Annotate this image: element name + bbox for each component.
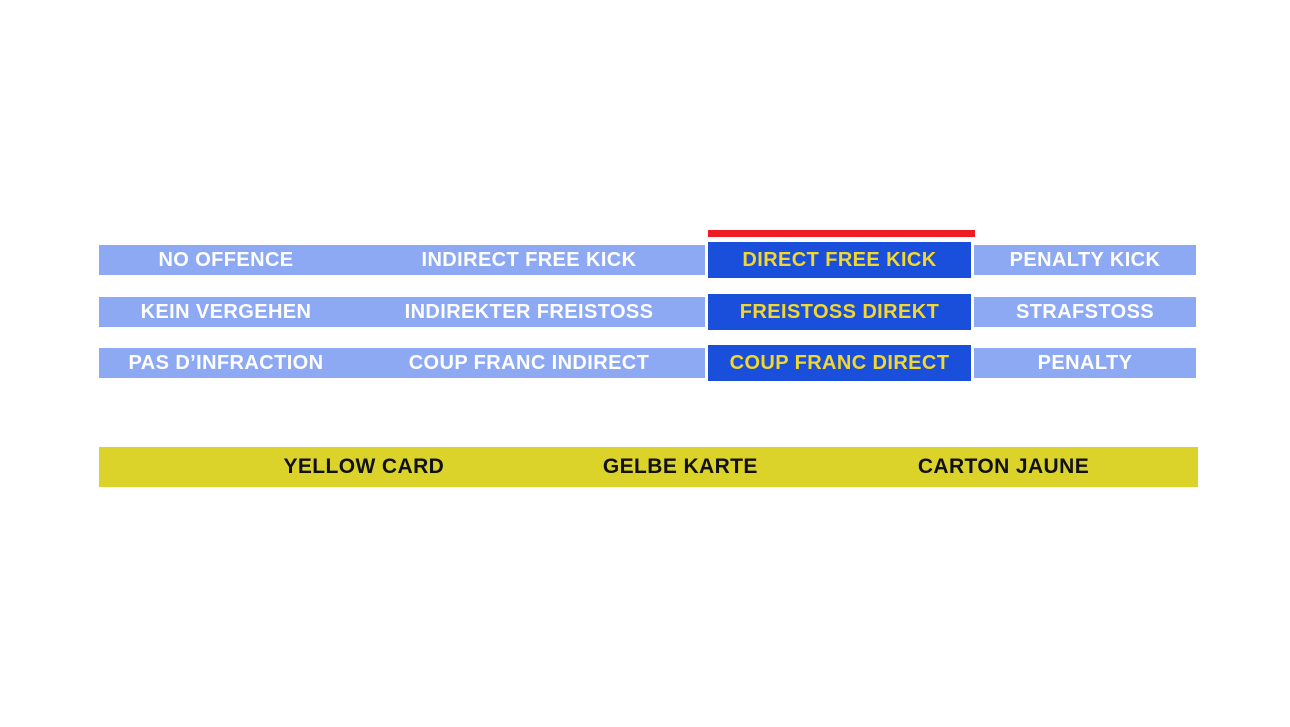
option-indirekter-freistoss[interactable]: INDIREKTER FREISTOSS	[353, 297, 705, 327]
option-freistoss-direkt-selected[interactable]: FREISTOSS DIREKT	[708, 294, 971, 330]
option-pas-d-infraction[interactable]: PAS D’INFRACTION	[99, 348, 353, 378]
yellow-card-label-english: YELLOW CARD	[283, 455, 445, 478]
option-penalty[interactable]: PENALTY	[974, 348, 1196, 378]
option-indirect-free-kick[interactable]: INDIRECT FREE KICK	[353, 245, 705, 275]
option-kein-vergehen[interactable]: KEIN VERGEHEN	[99, 297, 353, 327]
yellow-card-bar[interactable]: YELLOW CARD GELBE KARTE CARTON JAUNE	[99, 447, 1198, 487]
option-coup-franc-direct-selected[interactable]: COUP FRANC DIRECT	[708, 345, 971, 381]
yellow-card-label-german: GELBE KARTE	[602, 455, 758, 478]
option-row-german: KEIN VERGEHEN INDIREKTER FREISTOSS FREIS…	[99, 294, 1197, 330]
option-direct-free-kick-selected[interactable]: DIRECT FREE KICK	[708, 242, 971, 278]
option-strafstoss[interactable]: STRAFSTOSS	[974, 297, 1196, 327]
option-no-offence[interactable]: NO OFFENCE	[99, 245, 353, 275]
option-row-english: NO OFFENCE INDIRECT FREE KICK DIRECT FRE…	[99, 242, 1197, 278]
selected-column-indicator-bar	[708, 230, 975, 237]
option-penalty-kick[interactable]: PENALTY KICK	[974, 245, 1196, 275]
option-row-french: PAS D’INFRACTION COUP FRANC INDIRECT COU…	[99, 345, 1197, 381]
option-coup-franc-indirect[interactable]: COUP FRANC INDIRECT	[353, 348, 705, 378]
yellow-card-label-french: CARTON JAUNE	[917, 455, 1090, 478]
